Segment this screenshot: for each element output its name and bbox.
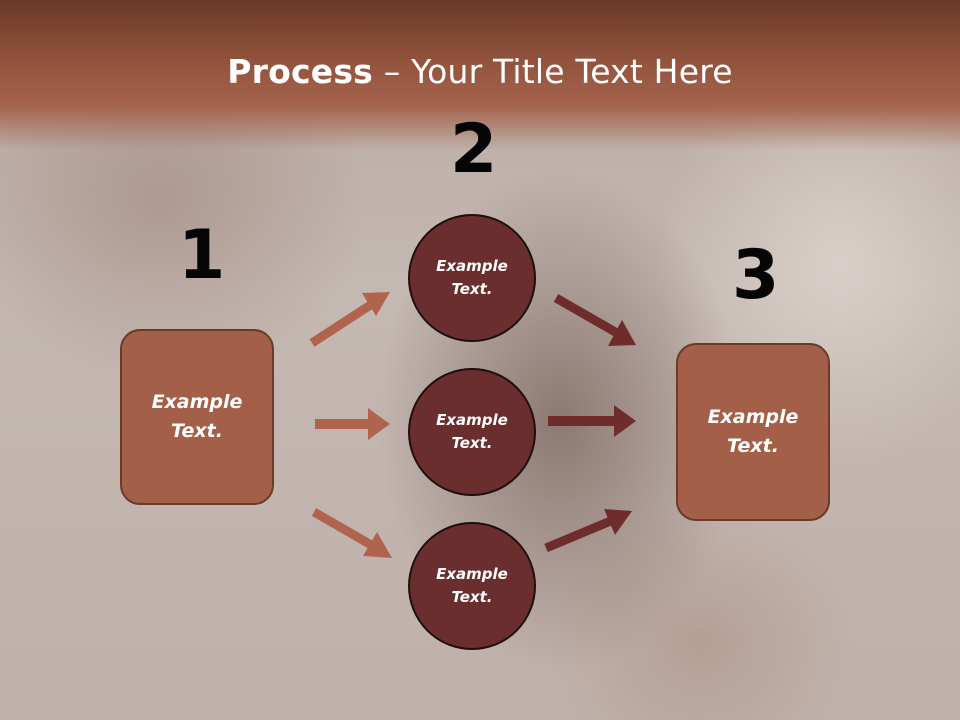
arrow-down-shaft	[311, 508, 376, 550]
title-bar	[0, 0, 960, 150]
arrow-r1-shaft	[553, 294, 620, 337]
step-number-1: 1	[178, 216, 226, 295]
title-rest: – Your Title Text Here	[373, 52, 733, 91]
arrow-r1-head	[608, 320, 636, 346]
step-number-2: 2	[450, 110, 498, 189]
step-number-3: 3	[732, 236, 780, 315]
arrow-r3-head	[604, 509, 632, 535]
left-step-box[interactable]: Example Text.	[120, 329, 274, 505]
circle-top[interactable]: Example Text.	[408, 214, 536, 342]
arrow-r3-shaft	[544, 515, 615, 553]
arrow-mid-head	[368, 408, 390, 440]
arrow-up-shaft	[309, 300, 375, 347]
left-arrows	[309, 292, 392, 558]
circle-middle-text: Example Text.	[436, 411, 508, 452]
arrow-r2-head	[614, 405, 636, 437]
title-bold: Process	[227, 52, 374, 91]
right-step-box[interactable]: Example Text.	[676, 343, 830, 521]
circle-top-text: Example Text.	[436, 257, 508, 298]
arrow-up-head	[362, 292, 390, 316]
right-step-text: Example Text.	[707, 406, 799, 457]
left-step-text: Example Text.	[151, 391, 243, 442]
slide-title[interactable]: Process – Your Title Text Here	[0, 52, 960, 91]
circle-bottom[interactable]: Example Text.	[408, 522, 536, 650]
circle-middle[interactable]: Example Text.	[408, 368, 536, 496]
right-arrows	[544, 294, 636, 553]
arrow-down-head	[363, 532, 392, 558]
circle-bottom-text: Example Text.	[436, 565, 508, 606]
